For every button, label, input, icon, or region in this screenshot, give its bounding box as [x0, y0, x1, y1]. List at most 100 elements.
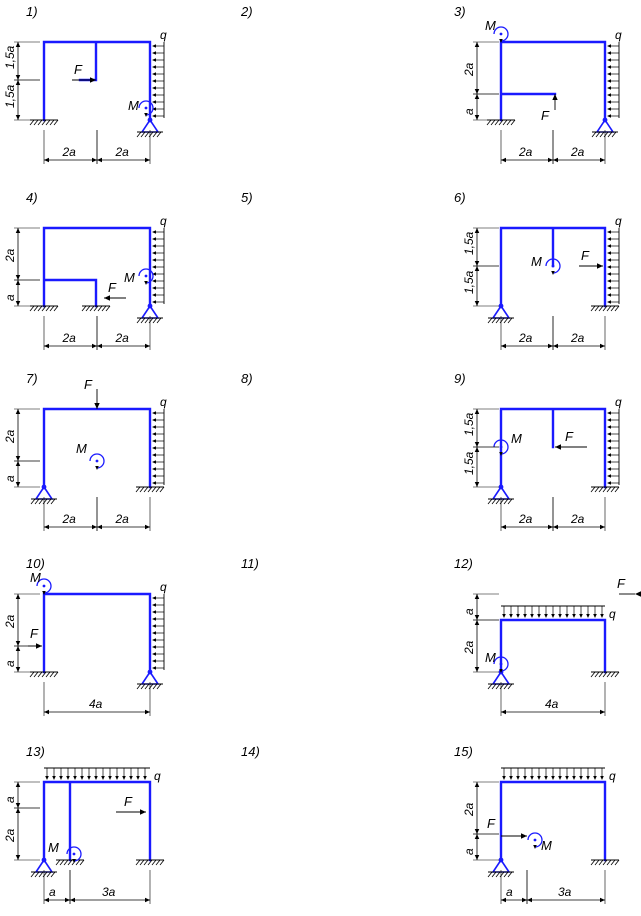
fixed-support [135, 859, 165, 866]
moment-M: M [76, 441, 105, 470]
horizontal-dimension: 2a [500, 497, 554, 531]
diagram-number: 9) [454, 371, 466, 386]
distributed-load-q: q [607, 28, 622, 118]
vertical-dimension: 1,5a [462, 265, 499, 307]
horizontal-dimension: 4a [43, 682, 151, 716]
load-label-q: q [615, 214, 622, 228]
force-label-F: F [581, 248, 590, 263]
moment-M: M [124, 268, 154, 285]
force-label-F: F [487, 816, 496, 831]
load-label-q: q [160, 395, 167, 409]
moment-M: M [48, 840, 82, 863]
moment-label-M: M [128, 98, 139, 113]
diagram-number: 11) [241, 556, 259, 571]
force-label-F: F [565, 429, 574, 444]
dimension-label: 2a [62, 512, 77, 526]
horizontal-dimension: 2a [96, 130, 151, 164]
load-label-q: q [160, 214, 167, 228]
force-F: F [72, 62, 96, 83]
force-label-F: F [617, 576, 626, 591]
diagram-number: 6) [454, 190, 466, 205]
moment-label-M: M [124, 270, 135, 285]
force-label-F: F [108, 280, 117, 295]
dimension-label: 1,5a [462, 412, 476, 436]
horizontal-dimension: 2a [552, 497, 606, 531]
dimension-label: a [3, 660, 17, 667]
vertical-dimension: 1,5a [462, 446, 499, 488]
vertical-dimension: 2a [462, 41, 499, 95]
frame-member [42, 407, 152, 489]
fixed-support [590, 671, 620, 678]
dimension-label: 2a [115, 331, 130, 345]
moment-label-M: M [485, 650, 496, 665]
dimension-label: 2a [462, 62, 476, 77]
moment-M: M [527, 832, 552, 853]
vertical-dimension: 2a [3, 227, 40, 281]
horizontal-dimension: 2a [552, 316, 606, 350]
moment-label-M: M [511, 431, 522, 446]
load-label-q: q [615, 395, 622, 409]
force-F: F [541, 94, 558, 123]
horizontal-dimension: a [500, 870, 528, 904]
dimension-label: 1,5a [462, 270, 476, 294]
frame-member [499, 407, 607, 489]
dimension-label: 2a [462, 802, 476, 817]
force-label-F: F [84, 377, 93, 392]
force-label-F: F [30, 626, 39, 641]
moment-label-M: M [485, 18, 496, 33]
dimension-label: 2a [462, 640, 476, 655]
frame-member [499, 780, 607, 862]
dimension-label: a [49, 885, 56, 899]
fixed-support [81, 305, 111, 312]
moment-M: M [531, 254, 561, 275]
vertical-dimension: 1,5a [3, 41, 40, 81]
horizontal-dimension: 2a [500, 130, 554, 164]
fixed-support [29, 671, 59, 678]
frame-member [42, 592, 152, 674]
dimension-label: 2a [3, 614, 17, 629]
dimension-label: 2a [3, 828, 17, 843]
diagram-number: 1) [26, 4, 38, 19]
dimension-label: 2a [518, 145, 533, 159]
dimension-label: a [506, 885, 513, 899]
distributed-load-q: q [152, 28, 167, 118]
frame-diagram-12: 12)qFM3aa3a [454, 556, 473, 571]
frame-member [42, 780, 152, 862]
dimension-label: 2a [518, 512, 533, 526]
diagram-number: 8) [241, 371, 253, 386]
dimension-label: 2a [570, 145, 585, 159]
dimension-label: 2a [62, 145, 77, 159]
moment-M: M [128, 98, 154, 117]
fixed-support [590, 305, 620, 312]
vertical-dimension: 1,5a [462, 408, 499, 448]
force-label-F: F [124, 794, 133, 809]
vertical-dimension: 1,5a [462, 227, 499, 267]
fixed-support [590, 859, 620, 866]
horizontal-dimension: 2a [552, 130, 606, 164]
force-F: F [555, 429, 587, 450]
vertical-dimension: a [3, 781, 40, 809]
diagram-number: 13) [26, 744, 45, 759]
diagram-number: 10) [26, 556, 45, 571]
moment-label-M: M [541, 838, 552, 853]
moment-label-M: M [76, 441, 87, 456]
distributed-load-q: q [44, 767, 161, 783]
dimension-label: 1,5a [462, 451, 476, 475]
horizontal-dimension: 2a [96, 497, 151, 531]
horizontal-dimension: 3a [526, 870, 606, 904]
vertical-dimension: 2a [462, 619, 499, 673]
horizontal-dimension: 2a [43, 497, 98, 531]
distributed-load-q: q [607, 214, 622, 304]
distributed-load-q: q [501, 767, 616, 783]
force-F: F [579, 248, 603, 269]
